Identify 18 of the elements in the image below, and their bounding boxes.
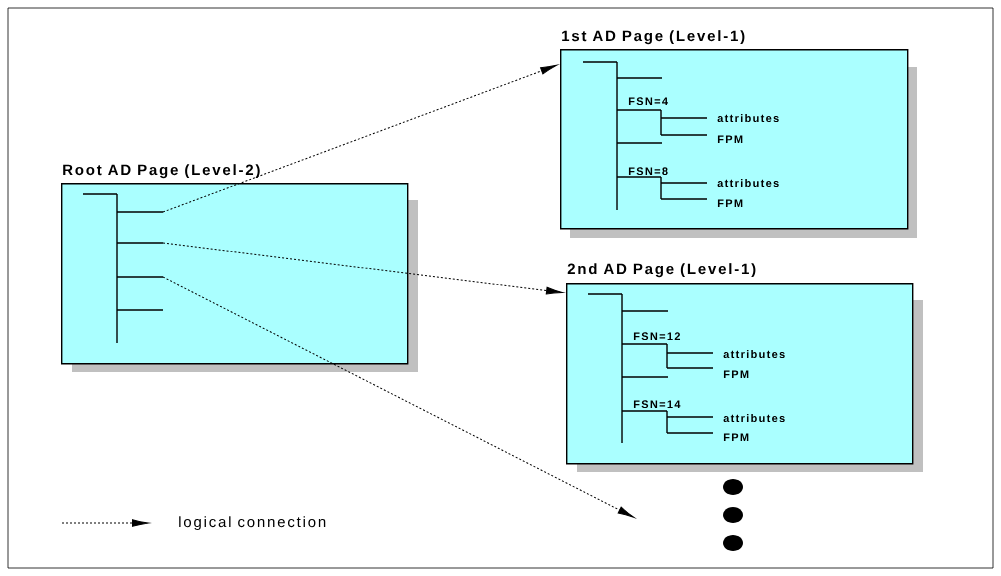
entry-label: attributes — [723, 414, 785, 423]
arrow — [162, 242, 563, 295]
page-heading: Root AD Page (Level-2) — [63, 164, 260, 179]
entry-label: FSN=12 — [633, 332, 680, 341]
entry-label: attributes — [717, 114, 779, 123]
entry-label: FSN=8 — [628, 167, 668, 176]
entry-label: attributes — [723, 350, 785, 359]
entry-label: FSN=4 — [628, 97, 668, 106]
entry-label: attributes — [717, 179, 779, 188]
entry-label: FPM — [717, 199, 743, 207]
entry-label: FPM — [717, 135, 743, 143]
legend-label: logical connection — [179, 516, 326, 531]
page-heading: 1st AD Page (Level-1) — [562, 30, 745, 45]
entry-label: FSN=14 — [633, 400, 681, 409]
page-heading: 2nd AD Page (Level-1) — [567, 263, 756, 278]
entry-label: FPM — [723, 433, 749, 441]
arrow — [162, 64, 557, 213]
entry-label: FPM — [723, 370, 749, 378]
